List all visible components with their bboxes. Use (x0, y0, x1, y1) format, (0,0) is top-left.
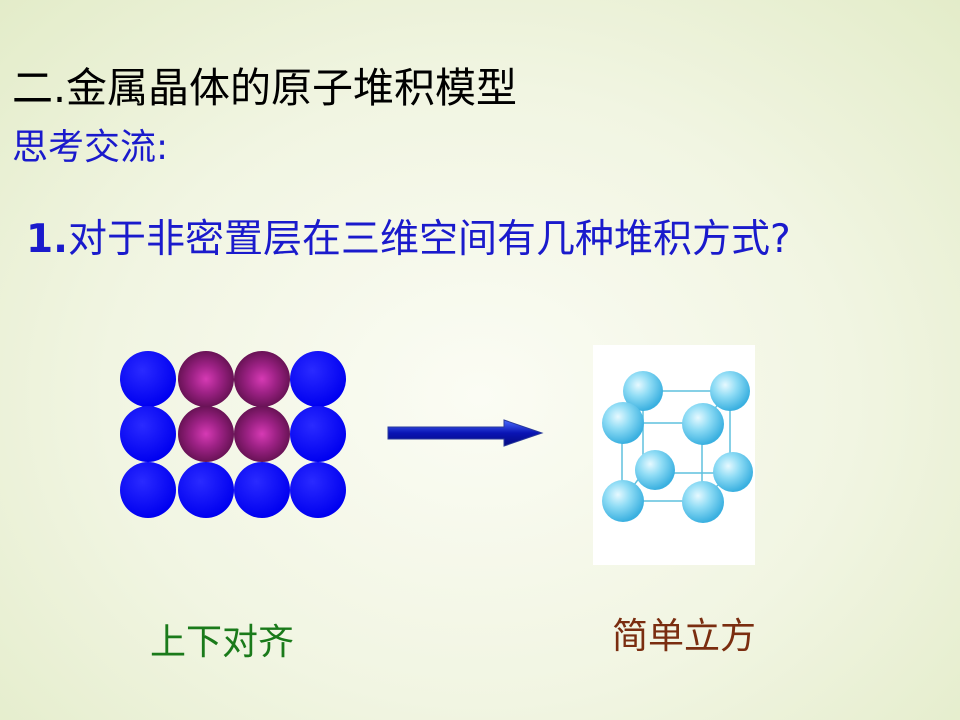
right-arrow-icon (387, 419, 544, 447)
sphere (682, 481, 724, 523)
sphere (178, 462, 234, 518)
question-text: 1.对于非密置层在三维空间有几种堆积方式? (26, 217, 791, 262)
sphere (234, 406, 290, 462)
sphere-row-2 (120, 406, 346, 462)
slide-subtitle: 思考交流: (12, 127, 169, 168)
caption-simple-cubic: 简单立方 (612, 616, 757, 657)
sphere (713, 452, 753, 492)
sphere (290, 406, 346, 462)
sphere (178, 406, 234, 462)
sphere (602, 402, 644, 444)
sphere (290, 462, 346, 518)
square-grid-spheres-icon (120, 351, 346, 518)
question-number: 1. (26, 217, 68, 262)
sphere (623, 371, 663, 411)
caption-aligned-stacking: 上下对齐 (150, 622, 295, 663)
simple-cubic-panel (593, 345, 755, 565)
sphere (120, 406, 176, 462)
sphere (290, 351, 346, 407)
sphere (710, 371, 750, 411)
sphere (635, 450, 675, 490)
sphere (120, 351, 176, 407)
sphere (120, 462, 176, 518)
slide-title: 二.金属晶体的原子堆积模型 (12, 64, 518, 112)
sphere-row-3 (120, 462, 346, 518)
sphere (602, 480, 644, 522)
sphere (178, 351, 234, 407)
sphere (682, 403, 724, 445)
sphere (234, 462, 290, 518)
sphere (234, 351, 290, 407)
question-body: 对于非密置层在三维空间有几种堆积方式? (67, 217, 791, 262)
simple-cubic-lattice-icon (602, 371, 753, 523)
sphere-row-1 (120, 351, 346, 407)
